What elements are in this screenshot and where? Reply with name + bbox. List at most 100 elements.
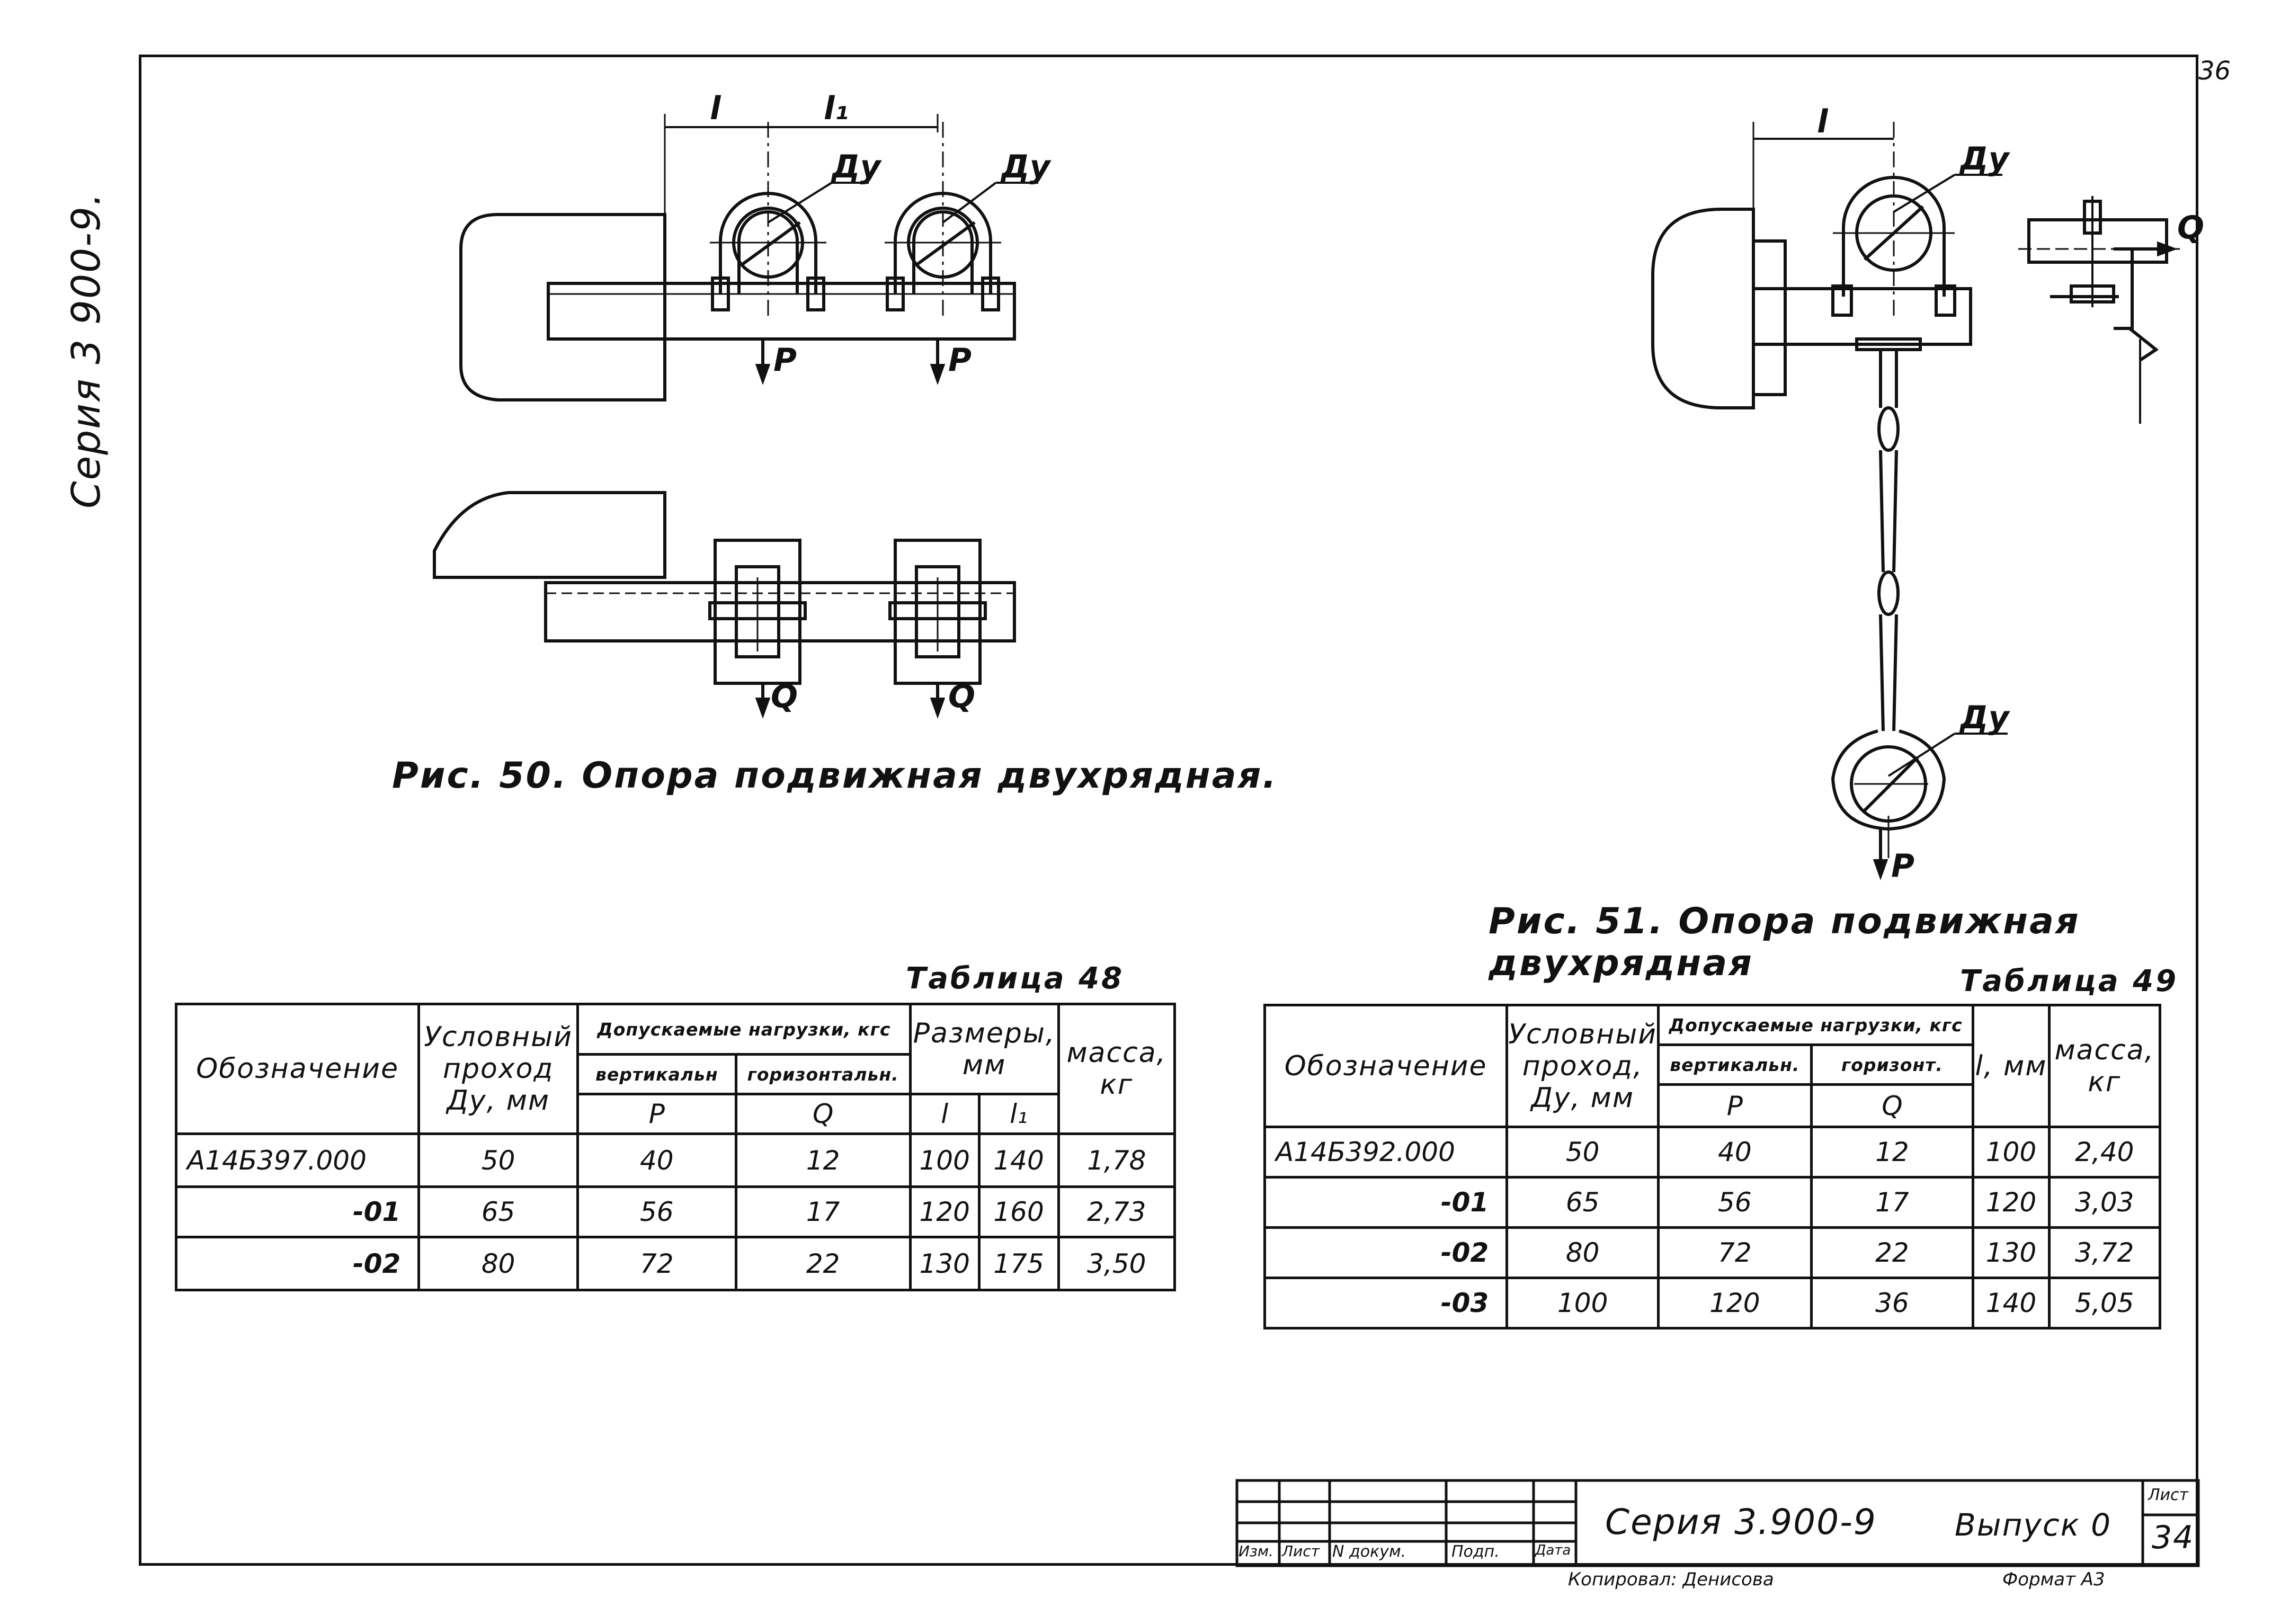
stamp-series: Серия 3.900-9 xyxy=(1605,1502,1877,1542)
t48-q: 12 xyxy=(734,1132,912,1188)
stamp-issue: Выпуск 0 xyxy=(1955,1507,2112,1543)
stamp-sheet-label: Лист xyxy=(2148,1486,2189,1504)
stamp-format: Формат А3 xyxy=(2002,1569,2105,1590)
table-row: А14Б397.000 50 40 12 100 140 1,78 xyxy=(174,1132,1177,1188)
t48-mass: 2,73 xyxy=(1057,1185,1177,1238)
stamp-col-list: Лист xyxy=(1282,1542,1320,1560)
table48: Обозначение Условный проход Ду, мм Допус… xyxy=(174,1003,1177,1291)
fig51-dim-l: l xyxy=(1817,103,1829,140)
table49: Обозначение Условный проход, Ду, мм Допу… xyxy=(1263,1004,2162,1329)
t48-du: 65 xyxy=(417,1185,580,1238)
fig50-q-left: Q xyxy=(771,678,798,715)
t48-l1: 160 xyxy=(977,1185,1060,1238)
t48-code: А14Б397.000 xyxy=(174,1132,421,1188)
t48-du: 80 xyxy=(417,1236,580,1291)
t49-l: 100 xyxy=(1972,1126,2051,1179)
fig50-dim-l1: l₁ xyxy=(824,90,849,127)
t48-mass: 1,78 xyxy=(1057,1132,1177,1188)
t48-h-mass: масса, кг xyxy=(1057,1003,1177,1135)
t48-h-designation: Обозначение xyxy=(174,1003,421,1135)
fig50-du-left: Ду xyxy=(831,148,882,185)
t49-h-q: Q xyxy=(1810,1083,1975,1128)
t49-du: 80 xyxy=(1505,1226,1660,1279)
t49-h-horizontal: горизонт. xyxy=(1810,1043,1975,1086)
t49-code: -01 xyxy=(1263,1176,1509,1229)
t49-h-l: l, мм xyxy=(1972,1004,2051,1128)
t49-h-designation: Обозначение xyxy=(1263,1004,1509,1128)
stamp-col-doc: N докум. xyxy=(1332,1542,1406,1561)
stamp-copied: Копировал: Денисова xyxy=(1568,1569,1774,1590)
t49-du: 100 xyxy=(1505,1277,1660,1329)
t49-code: А14Б392.000 xyxy=(1263,1126,1509,1179)
t48-mass: 3,50 xyxy=(1057,1236,1177,1291)
table-row: -03 100 120 36 140 5,05 xyxy=(1263,1277,2162,1329)
t48-q: 17 xyxy=(734,1185,912,1238)
fig50-du-right: Ду xyxy=(1000,148,1052,185)
table49-caption: Таблица 49 xyxy=(1960,964,2179,998)
fig50-p-right: P xyxy=(948,342,972,379)
t48-h-horizontal: горизонтальн. xyxy=(734,1053,912,1095)
t49-q: 22 xyxy=(1810,1226,1975,1279)
drawing-frame xyxy=(139,55,2198,1566)
fig51-view xyxy=(1651,122,2182,880)
table-row: -01 65 56 17 120 160 2,73 xyxy=(174,1185,1177,1238)
t49-du: 50 xyxy=(1505,1126,1660,1179)
t48-code: -02 xyxy=(174,1236,421,1291)
t49-q: 17 xyxy=(1810,1176,1975,1229)
t49-h-p: P xyxy=(1657,1083,1813,1128)
stamp-col-date: Дата xyxy=(1535,1542,1571,1558)
t48-code: -01 xyxy=(174,1185,421,1238)
t49-p: 72 xyxy=(1657,1226,1813,1279)
t49-du: 65 xyxy=(1505,1176,1660,1229)
t49-code: -03 xyxy=(1263,1277,1509,1329)
t48-h-bore: Условный проход Ду, мм xyxy=(417,1003,580,1135)
fig51-du-top: Ду xyxy=(1959,140,2010,177)
t48-h-loads: Допускаемые нагрузки, кгс xyxy=(576,1003,912,1056)
t49-p: 120 xyxy=(1657,1277,1813,1329)
stamp-sheet-number: 34 xyxy=(2152,1519,2195,1556)
t48-l: 120 xyxy=(908,1185,981,1238)
t49-mass: 3,03 xyxy=(2047,1176,2162,1229)
t48-p: 40 xyxy=(576,1132,737,1188)
t49-code: -02 xyxy=(1263,1226,1509,1279)
t48-h-p: P xyxy=(576,1093,737,1135)
table48-caption: Таблица 48 xyxy=(906,961,1125,996)
t48-h-dims: Размеры, мм xyxy=(908,1003,1060,1095)
table-row: -01 65 56 17 120 3,03 xyxy=(1263,1176,2162,1229)
fig50-q-right: Q xyxy=(948,678,975,715)
table-row: -02 80 72 22 130 175 3,50 xyxy=(174,1236,1177,1291)
t48-h-q: Q xyxy=(734,1093,912,1135)
t48-l: 100 xyxy=(908,1132,981,1188)
t48-h-l: l xyxy=(908,1093,981,1135)
t48-l1: 140 xyxy=(977,1132,1060,1188)
table-row: -02 80 72 22 130 3,72 xyxy=(1263,1226,2162,1279)
t49-l: 120 xyxy=(1972,1176,2051,1229)
fig50-p-left: P xyxy=(773,342,797,379)
t48-h-vertical: вертикальн xyxy=(576,1053,737,1095)
t49-p: 40 xyxy=(1657,1126,1813,1179)
t49-l: 130 xyxy=(1972,1226,2051,1279)
t49-mass: 5,05 xyxy=(2047,1277,2162,1329)
fig51-p: P xyxy=(1891,847,1914,885)
t49-h-mass: масса, кг xyxy=(2047,1004,2162,1128)
t49-mass: 3,72 xyxy=(2047,1226,2162,1279)
t48-du: 50 xyxy=(417,1132,580,1188)
t49-h-loads: Допускаемые нагрузки, кгс xyxy=(1657,1004,1975,1046)
table-row: А14Б392.000 50 40 12 100 2,40 xyxy=(1263,1126,2162,1179)
fig50-front-view xyxy=(459,114,1038,401)
t49-h-vertical: вертикальн. xyxy=(1657,1043,1813,1086)
t48-l: 130 xyxy=(908,1236,981,1291)
stamp-col-izm: Изм. xyxy=(1239,1542,1273,1560)
t49-q: 12 xyxy=(1810,1126,1975,1179)
fig51-q: Q xyxy=(2177,209,2204,246)
fig50-dim-l: l xyxy=(710,90,721,127)
t48-p: 56 xyxy=(576,1185,737,1238)
t49-q: 36 xyxy=(1810,1277,1975,1329)
t48-q: 22 xyxy=(734,1236,912,1291)
t48-p: 72 xyxy=(576,1236,737,1291)
t49-h-bore: Условный проход, Ду, мм xyxy=(1505,1004,1660,1128)
corner-page-number: 36 xyxy=(2198,56,2231,86)
stamp-col-sign: Подп. xyxy=(1451,1542,1500,1561)
